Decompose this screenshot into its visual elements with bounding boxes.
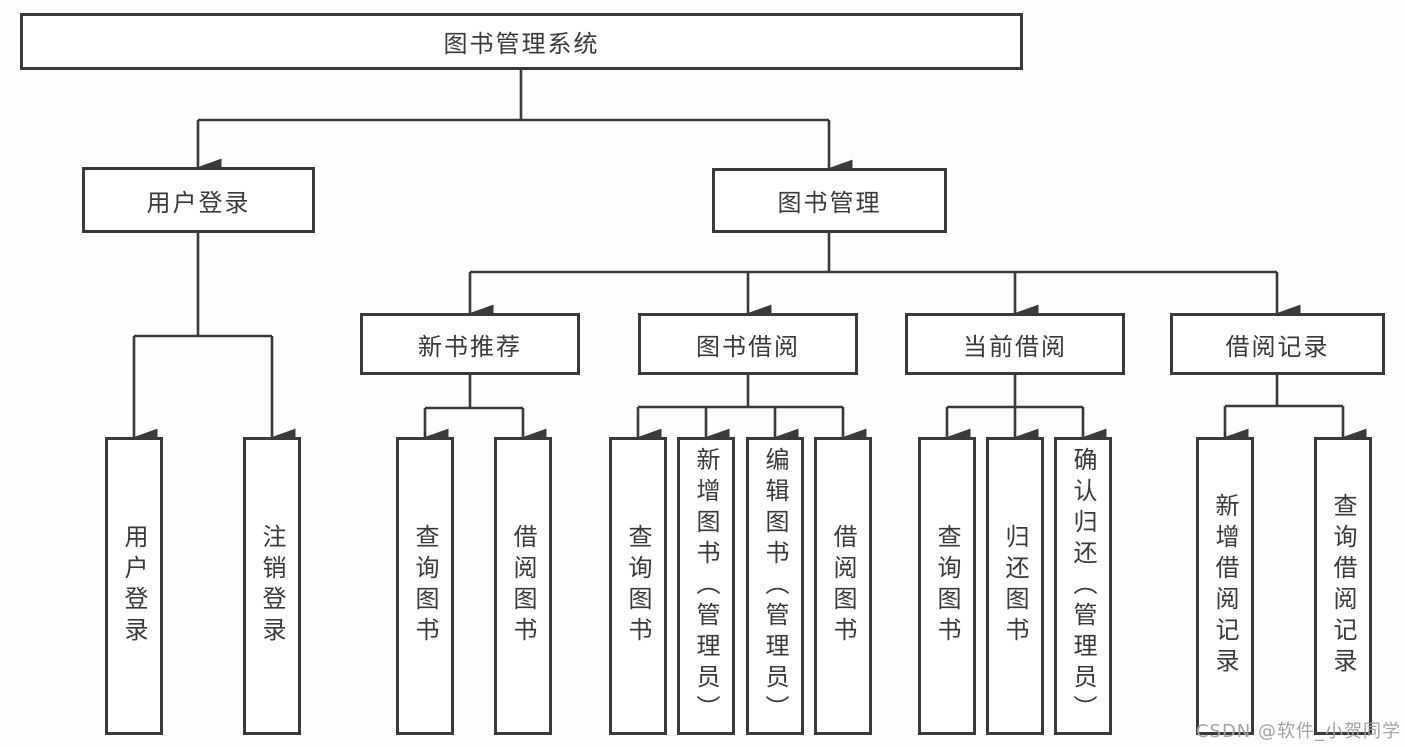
node-root: 图书管理系统 (20, 13, 1023, 70)
node-root-label: 图书管理系统 (443, 30, 600, 58)
leaf-current-return-books: 归还图书 (986, 437, 1044, 735)
leaf-current-confirm-return-admin: 确认归还（管理员） (1054, 437, 1112, 735)
node-new-book-recommend-label: 新书推荐 (418, 332, 522, 361)
leaf-record-query-record: 查询借阅记录 (1314, 437, 1372, 735)
leaf-borrow-borrow-books-label: 借阅图书 (829, 524, 857, 648)
node-current-borrow: 当前借阅 (905, 313, 1125, 375)
leaf-current-query-books-label: 查询图书 (933, 524, 961, 648)
node-book-borrow: 图书借阅 (638, 313, 858, 375)
leaf-record-add-record-label: 新增借阅记录 (1211, 493, 1239, 679)
leaf-current-return-books-label: 归还图书 (1001, 524, 1029, 648)
leaf-logout-label: 注销登录 (258, 524, 286, 648)
leaf-borrow-query-books-label: 查询图书 (624, 524, 652, 648)
leaf-current-confirm-return-admin-label: 确认归还（管理员） (1069, 446, 1097, 726)
node-book-management: 图书管理 (712, 168, 947, 233)
node-borrow-record-label: 借阅记录 (1225, 332, 1330, 361)
node-user-login: 用户登录 (82, 167, 315, 233)
node-current-borrow-label: 当前借阅 (963, 332, 1067, 361)
leaf-newbook-borrow-books: 借阅图书 (494, 437, 552, 735)
leaf-user-login-label: 用户登录 (120, 524, 148, 648)
leaf-newbook-query-books: 查询图书 (396, 437, 454, 735)
leaf-borrow-edit-books-admin: 编辑图书（管理员） (746, 437, 804, 735)
leaf-record-add-record: 新增借阅记录 (1196, 437, 1254, 735)
node-borrow-record: 借阅记录 (1170, 313, 1385, 375)
leaf-user-login: 用户登录 (105, 437, 163, 735)
node-book-management-label: 图书管理 (777, 189, 882, 217)
leaf-borrow-edit-books-admin-label: 编辑图书（管理员） (761, 446, 789, 726)
watermark: CSDN @软件_小贺同学 (1195, 721, 1401, 742)
leaf-newbook-borrow-books-label: 借阅图书 (509, 524, 537, 648)
leaf-current-query-books: 查询图书 (918, 437, 976, 735)
leaf-borrow-borrow-books: 借阅图书 (814, 437, 872, 735)
node-new-book-recommend: 新书推荐 (360, 313, 580, 375)
leaf-logout: 注销登录 (243, 437, 301, 735)
node-book-borrow-label: 图书借阅 (696, 332, 800, 361)
leaf-borrow-add-books-admin-label: 新增图书（管理员） (692, 446, 720, 726)
node-user-login-label: 用户登录 (146, 188, 251, 217)
leaf-newbook-query-books-label: 查询图书 (411, 524, 439, 648)
leaf-borrow-query-books: 查询图书 (609, 437, 667, 735)
leaf-record-query-record-label: 查询借阅记录 (1329, 493, 1357, 679)
leaf-borrow-add-books-admin: 新增图书（管理员） (677, 437, 735, 735)
